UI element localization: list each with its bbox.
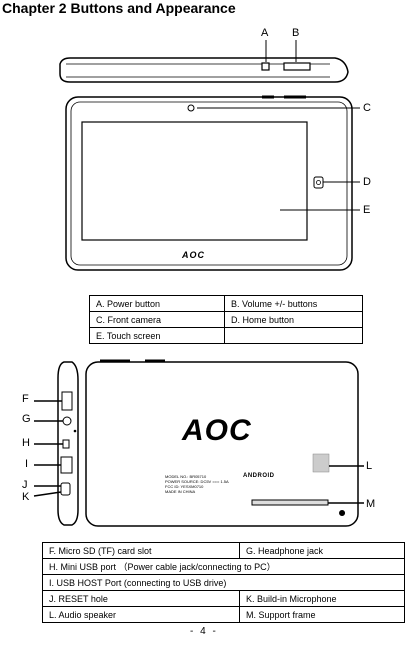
front-camera-shape (187, 104, 195, 112)
table-row: F. Micro SD (TF) card slot G. Headphone … (42, 542, 405, 559)
table-cell: A. Power button (89, 295, 225, 312)
callout-i: I (25, 458, 29, 470)
callout-k: K (22, 491, 30, 503)
table-row: C. Front camera D. Home button (89, 311, 363, 328)
touch-screen-shape (81, 121, 308, 241)
support-frame-shape (251, 499, 329, 506)
parts-table-front: A. Power button B. Volume +/- buttons C.… (89, 295, 363, 344)
table-cell: E. Touch screen (89, 327, 225, 344)
table-cell: J. RESET hole (42, 590, 240, 607)
page-title: Chapter 2 Buttons and Appearance (2, 0, 236, 16)
home-button-shape (313, 176, 324, 189)
callout-a: A (261, 27, 269, 39)
callout-l: L (366, 460, 373, 472)
table-cell: D. Home button (224, 311, 363, 328)
table-cell: G. Headphone jack (239, 542, 405, 559)
table-row: L. Audio speaker M. Support frame (42, 606, 405, 623)
callout-m: M (366, 498, 376, 510)
callout-b: B (292, 27, 300, 39)
table-cell: L. Audio speaker (42, 606, 240, 623)
back-label-text: MODEL NO.: BR05710 POWER SOURCE: DC5V ==… (165, 474, 229, 494)
volume-button-shape (283, 62, 311, 71)
callout-g: G (22, 413, 31, 425)
android-logo: ANDROID (243, 473, 275, 479)
table-row: J. RESET hole K. Build-in Microphone (42, 590, 405, 607)
table-cell: I. USB HOST Port (connecting to USB driv… (42, 574, 405, 591)
table-row: I. USB HOST Port (connecting to USB driv… (42, 574, 405, 591)
headphone-jack-shape (62, 416, 72, 426)
device-top-edge-view (59, 40, 349, 83)
callout-j: J (22, 479, 28, 491)
speaker-grille (312, 453, 330, 473)
label-line: FCC ID: YESXM0710 (165, 484, 204, 489)
callout-e: E (363, 204, 371, 216)
table-row: E. Touch screen (89, 327, 363, 344)
callout-f: F (22, 393, 29, 405)
table-cell: B. Volume +/- buttons (224, 295, 363, 312)
table-row: H. Mini USB port （Power cable jack/conne… (42, 558, 405, 575)
label-line: MODEL NO.: BR05710 (165, 474, 207, 479)
table-cell (224, 327, 363, 344)
table-row: A. Power button B. Volume +/- buttons (89, 295, 363, 312)
label-line: MADE IN CHINA (165, 489, 196, 494)
device-back-view (85, 359, 364, 527)
label-line: POWER SOURCE: DC5V === 1.5A (165, 479, 229, 484)
device-front-view (65, 95, 360, 271)
table-cell: C. Front camera (89, 311, 225, 328)
table-cell: H. Mini USB port （Power cable jack/conne… (42, 558, 405, 575)
front-logo: AOC (182, 250, 205, 260)
back-logo: AOC (182, 414, 252, 447)
callout-h: H (22, 437, 30, 449)
mini-usb-shape (62, 439, 70, 449)
sd-slot-shape (61, 391, 73, 411)
callout-d: D (363, 176, 371, 188)
usb-host-shape (60, 456, 73, 474)
parts-table-back: F. Micro SD (TF) card slot G. Headphone … (42, 542, 405, 623)
reset-mic-shape (60, 482, 71, 496)
table-cell: K. Build-in Microphone (239, 590, 405, 607)
page-number: - 4 - (190, 626, 218, 637)
table-cell: M. Support frame (239, 606, 405, 623)
power-button-shape (261, 62, 270, 71)
callout-c: C (363, 102, 371, 114)
device-side-view (33, 361, 79, 526)
table-cell: F. Micro SD (TF) card slot (42, 542, 240, 559)
